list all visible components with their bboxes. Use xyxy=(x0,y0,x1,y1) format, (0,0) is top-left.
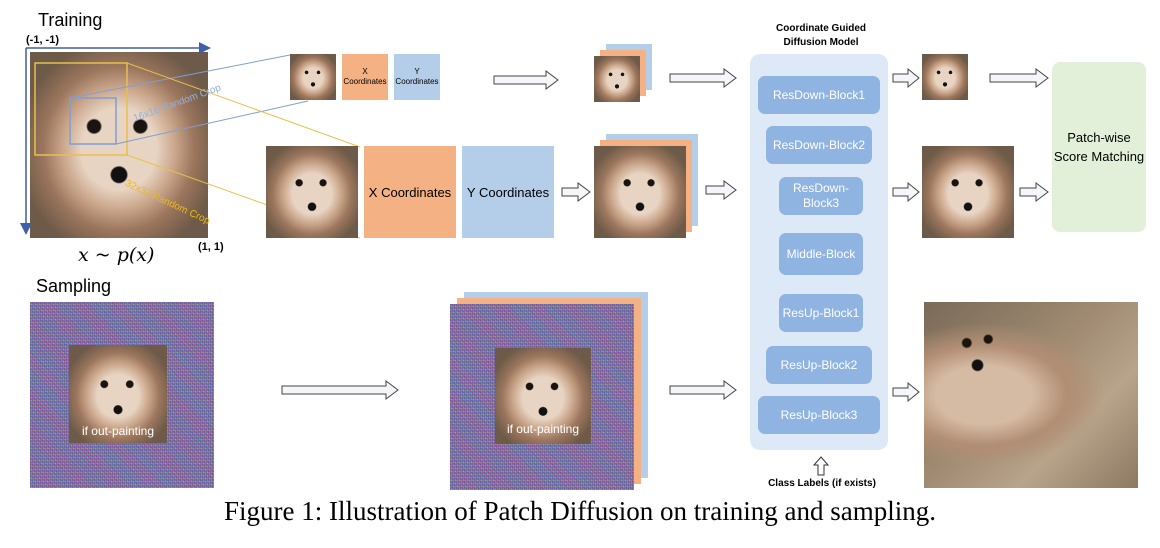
training-title: Training xyxy=(38,10,103,30)
small-output-image xyxy=(922,54,968,100)
big-x-coordinates: X Coordinates xyxy=(364,146,456,238)
small-stack-image-layer xyxy=(594,56,640,102)
class-labels-up-arrow-icon xyxy=(812,456,830,476)
arrow-model-to-sample-out xyxy=(892,381,920,403)
model-title: Coordinate Guided Diffusion Model xyxy=(776,23,866,48)
block-resup-1: ResUp-Block1 xyxy=(779,294,863,332)
big-stack-image-layer xyxy=(594,146,686,238)
arrow-big-out-to-score xyxy=(1019,182,1049,202)
outpaint-label-left: if out-painting xyxy=(81,424,155,438)
crop32-line-top xyxy=(126,62,361,148)
arrow-small-out-to-score xyxy=(989,68,1049,88)
arrow-sampling-stack-to-model xyxy=(669,380,737,400)
sampling-title: Sampling xyxy=(36,276,112,296)
arrow-model-to-small-out xyxy=(892,67,920,89)
block-resup-3: ResUp-Block3 xyxy=(758,396,880,434)
crop16-line-top xyxy=(69,54,291,99)
training-source-image xyxy=(30,52,208,238)
origin-label: (-1, -1) xyxy=(26,34,59,46)
block-resdown-1: ResDown-Block1 xyxy=(758,76,880,114)
training-formula: x ~ p(x) xyxy=(78,244,155,266)
small-patch-image xyxy=(290,54,336,100)
crop16-line-bottom xyxy=(115,100,309,145)
arrow-row1-to-model xyxy=(669,68,737,88)
block-resdown-2: ResDown-Block2 xyxy=(766,126,872,164)
sampling-output-image xyxy=(924,302,1138,488)
block-middle: Middle-Block xyxy=(779,233,863,275)
crop32-box xyxy=(34,62,128,156)
arrow-noise-to-stack xyxy=(281,380,399,400)
sampling-noise-image xyxy=(30,302,214,488)
crop16-box xyxy=(69,97,117,145)
arrow-row2-to-model xyxy=(705,180,737,200)
end-label: (1, 1) xyxy=(198,241,224,253)
block-resdown-3: ResDown-Block3 xyxy=(779,177,863,215)
big-y-coordinates: Y Coordinates xyxy=(462,146,554,238)
patch-wise-score-box: Patch-wise Score Matching xyxy=(1052,62,1146,232)
class-labels: Class Labels (if exists) xyxy=(768,478,876,489)
block-resup-2: ResUp-Block2 xyxy=(766,346,872,384)
sampling-outpaint-patch xyxy=(69,345,167,443)
big-patch-image xyxy=(266,146,358,238)
figure-caption: Figure 1: Illustration of Patch Diffusio… xyxy=(224,496,936,526)
small-y-coordinates: Y Coordinates xyxy=(394,54,440,100)
outpaint-label-right: if out-painting xyxy=(506,422,580,436)
small-x-coordinates: X Coordinates xyxy=(342,54,388,100)
arrow-row2-to-stack xyxy=(561,182,591,202)
big-output-image xyxy=(922,146,1014,238)
sampling-stack-patch xyxy=(495,348,591,444)
arrow-row1-to-stack xyxy=(493,70,559,90)
arrow-model-to-big-out xyxy=(892,181,920,203)
